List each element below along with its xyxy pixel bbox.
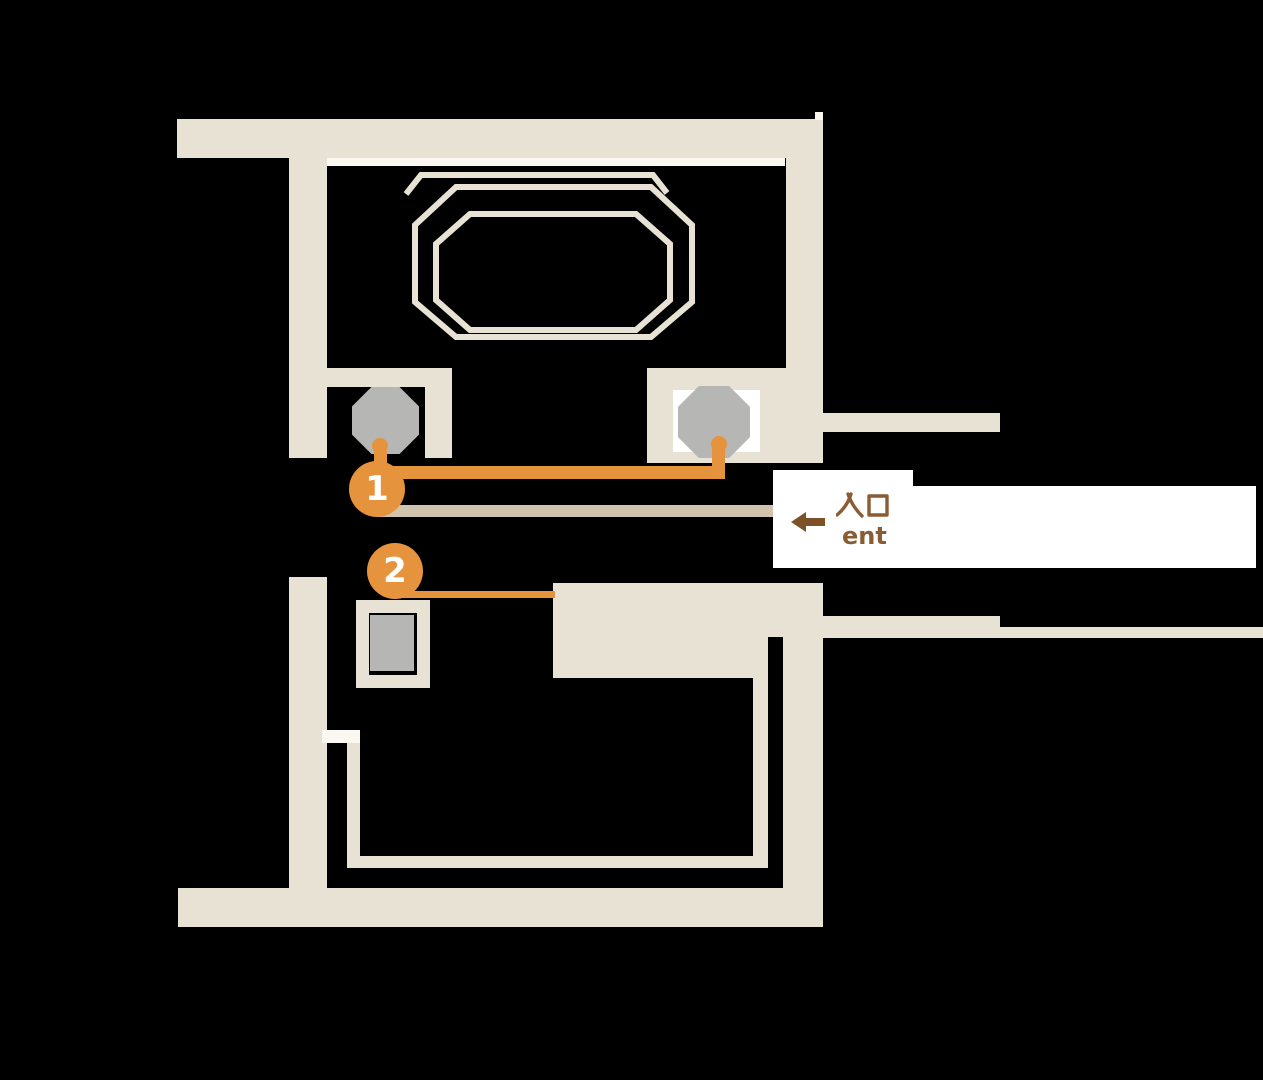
lower-block-slit: [768, 637, 783, 678]
marker-2-label: 2: [383, 551, 407, 591]
fixture-frame: [356, 600, 430, 688]
entrance-label-en: ent: [842, 522, 887, 550]
inner-line-left: [347, 743, 360, 868]
wall-bottom-left-segment: [327, 368, 452, 387]
wall-left-upper: [289, 158, 327, 458]
inner-line-bottom: [347, 856, 768, 868]
marker-2[interactable]: 2: [367, 543, 423, 599]
wall-left-lower: [289, 577, 327, 888]
bath-tub-outline: [403, 172, 695, 340]
connector-stem-right: [712, 447, 725, 477]
wall-right-lower: [783, 678, 823, 888]
gray-fixture-small: [370, 615, 414, 671]
connector-line-2: [398, 591, 555, 598]
entrance-label-ja: [836, 490, 890, 518]
room-top-line: [327, 158, 785, 166]
callout-line-2-thin: [1000, 627, 1263, 638]
callout-line-1: [823, 413, 1000, 432]
niche-pier-left: [425, 387, 452, 458]
wall-top-bar: [177, 119, 823, 158]
wall-right-upper: [786, 158, 823, 463]
connector-dot-right: [711, 436, 727, 452]
marker-1-label: 1: [365, 469, 389, 509]
inner-line-cap: [322, 730, 360, 743]
entrance-box-right: [913, 486, 1256, 568]
arrow-left-icon: [791, 512, 825, 532]
connector-line-1: [377, 466, 725, 479]
inner-line-right: [753, 678, 768, 868]
wall-top-notch: [815, 112, 823, 120]
marker-1[interactable]: 1: [349, 461, 405, 517]
wall-bottom-bar: [178, 888, 823, 927]
entrance-path-line: [377, 505, 773, 517]
callout-line-2-thick: [823, 616, 1000, 638]
